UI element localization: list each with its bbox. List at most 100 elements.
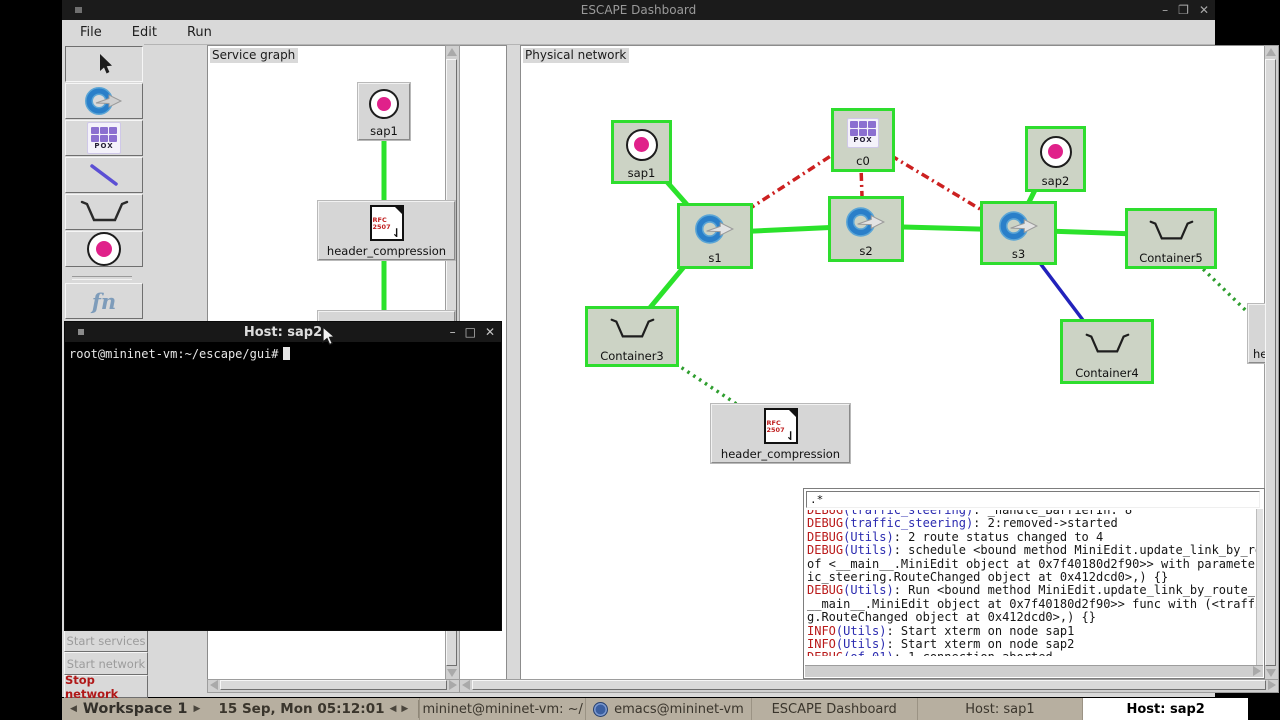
container-icon: [610, 318, 655, 338]
scroll-right-icon[interactable]: [1253, 666, 1261, 676]
scroll-right-icon[interactable]: [1268, 680, 1276, 690]
node-sg-sap1[interactable]: sap1: [358, 83, 410, 140]
function-tool-button[interactable]: fn: [65, 283, 143, 319]
minimize-icon[interactable]: –: [1162, 3, 1169, 17]
link-icon: [90, 164, 118, 186]
openvswitch-icon: [85, 87, 123, 115]
node-c0[interactable]: POX c0: [831, 108, 895, 172]
log-line: __main__.MiniEdit object at 0x7f40180d2f…: [807, 596, 1256, 611]
log-line: ic_steering.RouteChanged object at 0x412…: [807, 570, 1169, 585]
openvswitch-icon: [695, 213, 735, 244]
start-services-button[interactable]: Start services: [64, 629, 148, 652]
scroll-left-icon[interactable]: [210, 680, 218, 690]
node-header-partial[interactable]: he: [1248, 304, 1265, 363]
log-filter-input[interactable]: [806, 491, 1260, 508]
taskbar-item-host-sap1[interactable]: Host: sap1: [916, 698, 1083, 720]
node-label: s3: [1011, 247, 1026, 261]
node-sap2[interactable]: sap2: [1025, 126, 1086, 192]
log-hscrollbar[interactable]: [805, 665, 1263, 677]
terminal-content[interactable]: root@mininet-vm:~/escape/gui#: [65, 342, 501, 630]
maximize-icon[interactable]: □: [464, 325, 476, 339]
terminal-titlebar[interactable]: Host: sap2 – □ ✕: [65, 322, 501, 342]
node-container3[interactable]: Container3: [585, 306, 679, 367]
log-line: DEBUG(Utils): schedule <bound method Min…: [807, 543, 1256, 558]
close-icon[interactable]: ✕: [484, 325, 495, 339]
node-label: s2: [859, 244, 873, 258]
menu-bar: File Edit Run: [62, 20, 1215, 45]
workspace-label: Workspace 1: [82, 701, 188, 717]
container-tool-button[interactable]: [65, 194, 143, 230]
window-title: ESCAPE Dashboard: [580, 3, 697, 17]
log-line: INFO(Utils): Start xterm on node sap1: [807, 623, 1075, 638]
terminal-cursor: [282, 347, 290, 360]
scroll-right-icon[interactable]: [449, 680, 457, 690]
window-titlebar[interactable]: ESCAPE Dashboard – ❐ ✕: [62, 0, 1215, 20]
node-label: sap2: [1041, 174, 1070, 188]
start-network-button[interactable]: Start network: [64, 652, 148, 675]
log-line: of <__main__.MiniEdit object at 0x7f4018…: [807, 556, 1256, 571]
node-label: Container5: [1139, 251, 1203, 265]
node-label: header_compression: [326, 244, 447, 258]
node-label: c0: [856, 154, 870, 168]
window-menu-icon[interactable]: [75, 7, 82, 13]
node-sap1[interactable]: sap1: [611, 120, 672, 184]
controller-tool-button[interactable]: POX: [65, 120, 143, 156]
menu-run[interactable]: Run: [186, 24, 212, 40]
scroll-down-icon[interactable]: [1266, 669, 1276, 677]
menu-edit[interactable]: Edit: [131, 24, 157, 40]
pointer-tool-button[interactable]: [65, 46, 143, 82]
taskbar-item-emacs[interactable]: emacs@mininet-vm: [585, 698, 751, 720]
link-tool-button[interactable]: [65, 157, 143, 193]
scroll-down-icon[interactable]: [447, 669, 457, 677]
service-graph-hscrollbar[interactable]: [207, 679, 460, 693]
workspace-next-icon[interactable]: ▶: [193, 704, 201, 714]
node-label: Container4: [1075, 366, 1139, 380]
node-container5[interactable]: Container5: [1125, 208, 1217, 269]
terminal-title: Host: sap2: [243, 324, 323, 340]
node-container4[interactable]: Container4: [1060, 319, 1154, 384]
scroll-up-icon[interactable]: [447, 48, 457, 56]
switch-tool-button[interactable]: [65, 83, 143, 119]
node-label: Container3: [600, 349, 664, 363]
log-line: DEBUG(of_01): 1 connection aborted: [807, 651, 1256, 656]
stop-network-button[interactable]: Stop network: [64, 673, 148, 701]
minimize-icon[interactable]: –: [449, 325, 456, 339]
physical-network-vscrollbar[interactable]: [1264, 45, 1279, 680]
taskbar-item-escape-dashboard[interactable]: ESCAPE Dashboard: [750, 698, 917, 720]
scroll-left-icon[interactable]: [462, 680, 470, 690]
log-line: DEBUG(Utils): Run <bound method MiniEdit…: [807, 583, 1256, 598]
close-icon[interactable]: ✕: [1198, 3, 1209, 17]
scroll-up-icon[interactable]: [1266, 48, 1276, 56]
node-s3[interactable]: s3: [980, 201, 1057, 265]
terminal-menu-icon[interactable]: [78, 329, 84, 335]
physical-network-canvas[interactable]: Physical network sap1: [520, 45, 1266, 680]
container-icon: [80, 200, 129, 222]
clock-next-icon[interactable]: ▶: [401, 704, 409, 714]
pox-icon: POX: [87, 122, 121, 154]
service-graph-title: Service graph: [210, 48, 299, 63]
taskbar-item-host-sap2[interactable]: Host: sap2: [1082, 698, 1249, 720]
taskbar-separator: [418, 700, 420, 718]
workspace-switcher: ◀ Workspace 1 ▶: [62, 698, 208, 720]
node-label: sap1: [627, 166, 656, 180]
log-vscrollbar[interactable]: [1256, 509, 1263, 665]
workspace-prev-icon[interactable]: ◀: [70, 704, 77, 714]
sap-icon: [87, 232, 121, 266]
sap-tool-button[interactable]: [65, 231, 143, 267]
menu-file[interactable]: File: [80, 24, 102, 40]
physical-network-hscrollbar[interactable]: [459, 679, 1279, 693]
clock-prev-icon[interactable]: ◀: [389, 704, 397, 714]
maximize-icon[interactable]: ❐: [1178, 3, 1189, 17]
openvswitch-icon: [998, 210, 1038, 241]
fn-icon: fn: [91, 288, 117, 314]
escape-dashboard-window: ESCAPE Dashboard – ❐ ✕ File Edit Run: [62, 0, 1279, 701]
taskbar-item-mininet[interactable]: mininet@mininet-vm: ~/: [419, 698, 585, 720]
terminal-prompt: root@mininet-vm:~/escape/gui#: [69, 347, 279, 361]
node-s1[interactable]: s1: [677, 203, 753, 269]
node-s2[interactable]: s2: [828, 196, 904, 262]
sap-icon: [369, 89, 399, 119]
sap-icon: [1039, 135, 1072, 168]
